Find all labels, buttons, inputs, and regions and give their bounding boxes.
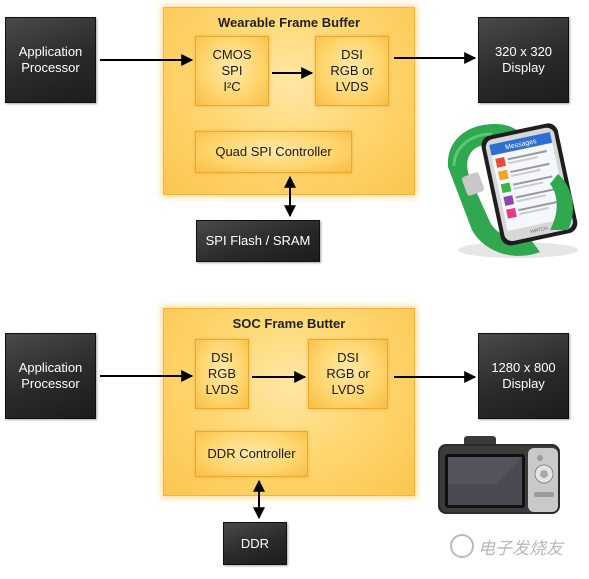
application-processor-label: Application Processor: [18, 360, 83, 391]
quad-spi-controller-block: Quad SPI Controller: [195, 131, 352, 173]
display-320-box: 320 x 320 Display: [478, 17, 569, 103]
display-320-label: 320 x 320 Display: [494, 44, 553, 75]
quad-spi-controller-label: Quad SPI Controller: [215, 144, 332, 159]
cmos-spi-label: CMOS SPI I²C: [212, 47, 252, 94]
display-1280-label: 1280 x 800 Display: [491, 360, 556, 391]
dsi-output-block: DSI RGB or LVDS: [315, 36, 389, 106]
application-processor-box: Application Processor: [5, 333, 96, 419]
dsi-output-label: DSI RGB or LVDS: [330, 47, 374, 94]
ddr-controller-block: DDR Controller: [195, 431, 308, 477]
ddr-label: DDR: [240, 535, 270, 551]
watermark-text: 电子发烧友: [478, 538, 563, 559]
watermark: 电子发烧友: [450, 533, 580, 559]
cmos-spi-block: CMOS SPI I²C: [195, 36, 269, 106]
ddr-controller-label: DDR Controller: [207, 446, 296, 461]
display-1280-box: 1280 x 800 Display: [478, 333, 569, 419]
ddr-box: DDR: [223, 522, 287, 565]
spi-flash-sram-box: SPI Flash / SRAM: [196, 220, 320, 262]
dsi-input-block: DSI RGB LVDS: [195, 339, 249, 409]
spi-flash-sram-label: SPI Flash / SRAM: [205, 233, 311, 248]
dsi-input-label: DSI RGB LVDS: [205, 350, 239, 397]
camera-image: [438, 436, 560, 514]
panel-title: SOC Frame Butter: [232, 316, 346, 331]
panel-title: Wearable Frame Buffer: [217, 15, 361, 30]
application-processor-box: Application Processor: [5, 17, 96, 103]
dsi-output-label: DSI RGB or LVDS: [326, 350, 370, 397]
application-processor-label: Application Processor: [18, 44, 83, 75]
smartwatch-image: Messages WATCH: [447, 123, 578, 258]
watch-brand: WATCH: [530, 225, 549, 235]
dsi-output-block: DSI RGB or LVDS: [308, 339, 388, 409]
watermark-logo-icon: [450, 534, 474, 558]
